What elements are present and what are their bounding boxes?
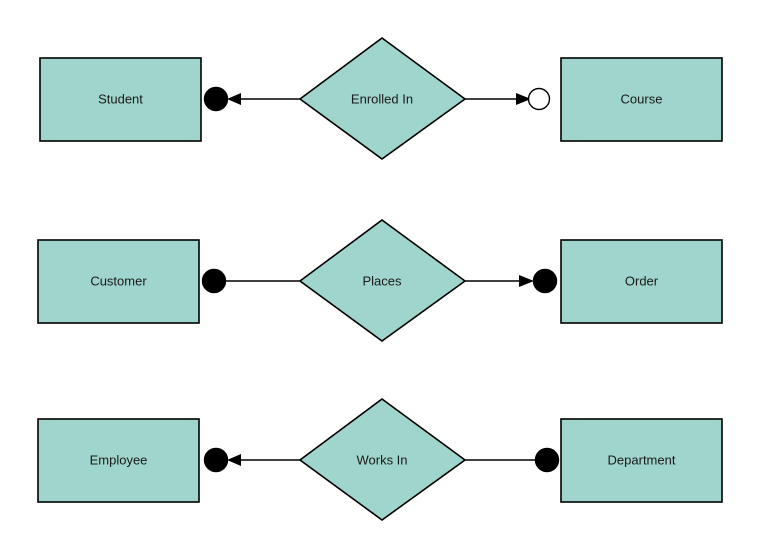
relationship-diamond-enrolled-in[interactable] [298, 37, 467, 160]
entity-label-order: Order [625, 273, 659, 288]
relationship-diamond-works-in[interactable] [298, 398, 467, 521]
entity-box-customer[interactable] [37, 239, 200, 324]
entity-box-course[interactable] [560, 57, 723, 142]
arrowhead-toward-order [519, 275, 534, 287]
entity-label-department: Department [608, 452, 676, 467]
entity-box-student[interactable] [39, 57, 202, 142]
entity-box-employee[interactable] [37, 418, 200, 503]
relationship-label-places: Places [362, 273, 402, 288]
entity-label-customer: Customer [90, 273, 147, 288]
cardinality-marker-customer-many[interactable] [201, 268, 227, 294]
cardinality-marker-course-optional[interactable] [527, 87, 551, 111]
relationship-label-works-in: Works In [356, 452, 407, 467]
cardinality-marker-order-many[interactable] [532, 268, 558, 294]
arrowhead-toward-employee [227, 454, 241, 466]
cardinality-marker-student-many[interactable] [203, 86, 229, 112]
relationship-label-enrolled-in: Enrolled In [351, 91, 413, 106]
entity-box-order[interactable] [560, 239, 723, 324]
cardinality-marker-employee-many[interactable] [203, 447, 229, 473]
entity-box-department[interactable] [560, 418, 723, 503]
arrowhead-toward-course [516, 93, 531, 105]
relationship-group-works-in: Employee Department Works In [37, 398, 723, 521]
relationship-group-enrolled-in: Student Course Enrolled In [39, 37, 723, 160]
entity-label-student: Student [98, 91, 143, 106]
entity-label-employee: Employee [90, 452, 148, 467]
arrowhead-toward-student [227, 93, 241, 105]
relationship-diamond-places[interactable] [298, 219, 467, 342]
entity-label-course: Course [621, 91, 663, 106]
relationship-group-places: Customer Order Places [37, 219, 723, 342]
cardinality-marker-department-many[interactable] [534, 447, 560, 473]
